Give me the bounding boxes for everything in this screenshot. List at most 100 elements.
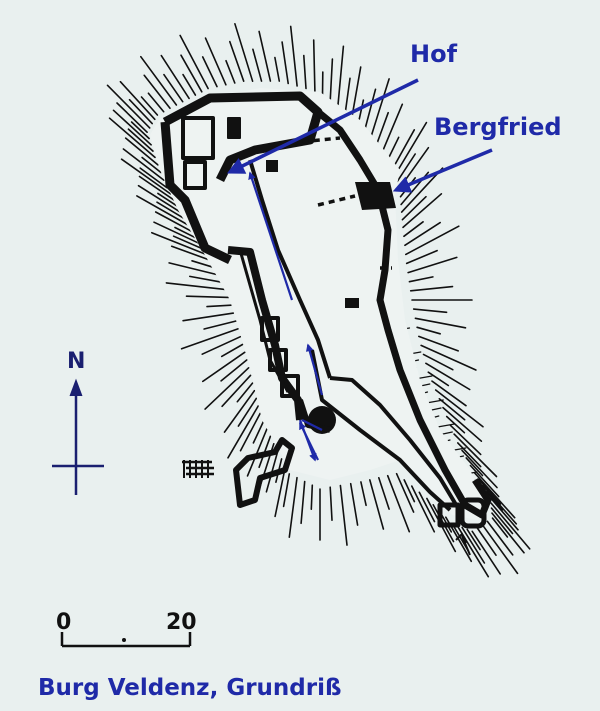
hachure-line	[302, 54, 307, 90]
hachure-line	[229, 40, 245, 82]
scale-label-end: 20	[166, 610, 197, 635]
hachure-line	[386, 474, 411, 533]
hachure-line	[274, 465, 287, 518]
hachure-line	[449, 424, 482, 456]
hachure-line	[422, 353, 454, 371]
hachure-line	[481, 484, 518, 525]
hachure-line	[368, 479, 385, 530]
courtyard-pointer-arrow	[226, 78, 419, 174]
hill-outline	[150, 88, 485, 520]
hachure-line	[124, 137, 159, 166]
hachure-line	[252, 48, 263, 82]
hachure-line	[401, 195, 427, 221]
hachure-line	[165, 282, 227, 291]
hachure-line	[147, 92, 165, 113]
keep-bergfried	[355, 182, 396, 210]
hachure-line	[476, 527, 497, 557]
hachure-line	[141, 156, 162, 174]
hachure-line	[473, 472, 516, 519]
hachure-line	[122, 148, 165, 181]
hachure-line	[404, 221, 442, 247]
hachure-line	[203, 320, 237, 330]
hachure-line	[120, 158, 172, 195]
hachure-line	[405, 249, 438, 265]
hachure-line	[156, 201, 187, 220]
hachure-line	[220, 343, 244, 358]
hachure-line	[339, 484, 348, 546]
access-route	[248, 171, 324, 462]
hachure-line	[395, 472, 415, 513]
hachure-line	[489, 497, 519, 531]
hachure-line	[274, 56, 281, 82]
hachure-line	[179, 34, 209, 90]
hachure-line	[236, 382, 254, 403]
hachure-line	[402, 193, 443, 229]
hachure-line	[281, 41, 290, 85]
hachure-line	[410, 485, 436, 533]
hachure-line	[465, 457, 484, 477]
hachure-line	[376, 111, 390, 145]
hachure-line	[119, 80, 156, 121]
hachure-line	[329, 58, 334, 102]
hachure-line	[170, 245, 212, 262]
hachure-line	[239, 412, 261, 452]
hachure-line	[491, 517, 509, 538]
hachure-line	[128, 98, 153, 125]
hachure-line	[481, 523, 519, 575]
hachure-line	[163, 73, 184, 103]
hachure-line	[403, 221, 424, 238]
hachure-line	[127, 128, 154, 152]
hachure-line	[182, 312, 235, 322]
hachure-line	[157, 192, 179, 208]
hachure-line	[138, 175, 175, 201]
map-title: Burg Veldenz, Grundriß	[38, 675, 342, 701]
entrance-arrow-icon	[455, 532, 471, 556]
hachure-line	[300, 480, 306, 525]
hachure-line	[351, 66, 362, 119]
hachure-line	[469, 464, 500, 498]
hachure-line	[360, 481, 367, 507]
scale-label-start: 0	[56, 610, 72, 635]
hachure-line	[442, 406, 483, 443]
hachure-line	[201, 56, 218, 88]
hachure-line	[337, 45, 345, 107]
hachure-line	[407, 256, 458, 274]
hachure-line	[485, 490, 504, 511]
hachure-line	[151, 231, 209, 256]
hachure-line	[180, 327, 239, 350]
hachure-line	[140, 96, 159, 116]
hachure-line	[106, 84, 151, 129]
hachure-line	[220, 359, 248, 382]
hachure-line	[477, 478, 502, 505]
hachure-line	[408, 276, 434, 283]
hachure-line	[344, 77, 351, 112]
hachure-line	[204, 366, 250, 410]
hachure-line	[180, 54, 203, 93]
keep-pointer-arrow	[392, 148, 493, 193]
hachure-line	[191, 259, 216, 269]
hachure-line	[490, 507, 514, 535]
hachure-line	[227, 405, 260, 459]
scale-bar	[60, 632, 192, 648]
hachure-line	[329, 486, 333, 522]
hachure-line	[153, 221, 201, 245]
hachure-line	[420, 344, 477, 371]
hachure-line	[168, 262, 220, 276]
hachure-line	[425, 362, 471, 391]
hachure-line	[237, 397, 258, 427]
hachure-line	[288, 476, 298, 539]
hachure-line	[456, 442, 482, 468]
hachure-line	[154, 211, 194, 233]
hachure-line	[414, 317, 467, 329]
hachure-line	[137, 184, 183, 214]
hachure-line	[381, 103, 404, 153]
hachure-line	[404, 225, 460, 256]
hachure-line	[409, 285, 454, 292]
hachure-line	[312, 39, 316, 92]
hachure-line	[377, 476, 390, 510]
hachure-line	[434, 389, 484, 428]
hachure-line	[223, 389, 256, 433]
hachure-line	[160, 54, 190, 100]
hachure-line	[143, 74, 171, 110]
